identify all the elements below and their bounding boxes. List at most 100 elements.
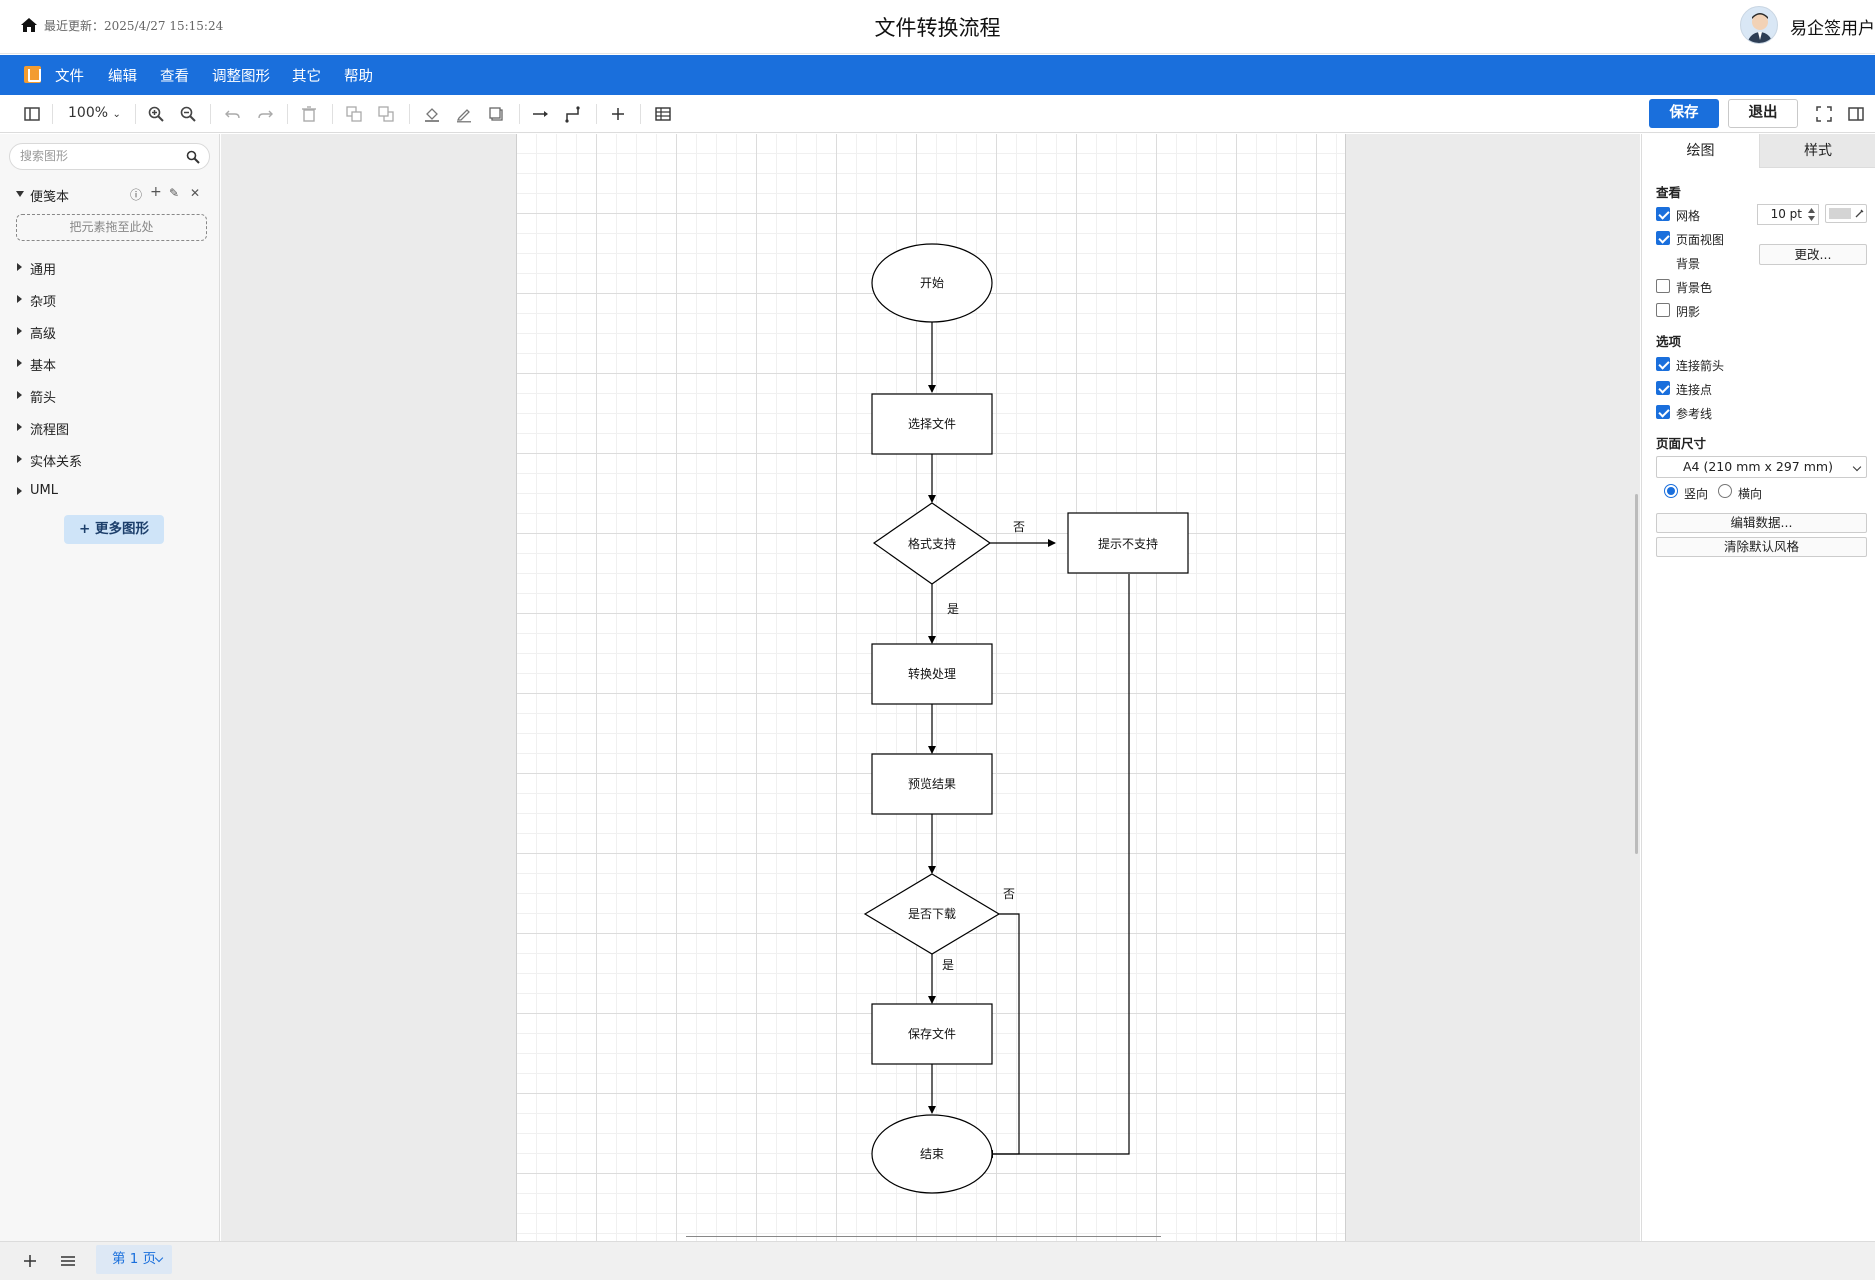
page-size-value: A4 (210 mm x 297 mm) bbox=[1683, 459, 1833, 474]
canvas-area[interactable]: 开始 选择文件 格式支持 提示不支持 转换处理 预览结果 是否下载 保存文件 结… bbox=[221, 134, 1640, 1241]
zoom-select[interactable]: 100% ⌄ bbox=[68, 105, 121, 121]
node-unsupported-label: 提示不支持 bbox=[1098, 536, 1158, 551]
node-preview[interactable] bbox=[871, 753, 993, 815]
scratchpad-drop-zone[interactable]: 把元素拖至此处 bbox=[16, 214, 207, 241]
expand-triangle-icon bbox=[17, 327, 22, 335]
node-start[interactable] bbox=[871, 243, 993, 323]
page-tab-1[interactable]: 第 1 页 bbox=[96, 1245, 172, 1274]
node-save-file[interactable] bbox=[871, 1003, 993, 1065]
to-front-icon[interactable] bbox=[345, 105, 363, 123]
toolbar-divider bbox=[287, 104, 288, 124]
close-icon[interactable]: ✕ bbox=[190, 186, 201, 200]
category-label: 高级 bbox=[30, 327, 57, 342]
bg-color-label: 背景色 bbox=[1676, 281, 1713, 295]
fill-color-icon[interactable] bbox=[423, 105, 441, 123]
grid-checkbox[interactable] bbox=[1656, 207, 1670, 221]
connection-arrows-checkbox[interactable] bbox=[1656, 357, 1670, 371]
grid-label: 网格 bbox=[1676, 209, 1701, 223]
node-save-file-label: 保存文件 bbox=[908, 1026, 956, 1041]
to-back-icon[interactable] bbox=[377, 105, 395, 123]
menu-file[interactable]: 文件 bbox=[55, 69, 84, 85]
zoom-out-icon[interactable] bbox=[179, 105, 197, 123]
delete-icon[interactable] bbox=[300, 105, 318, 123]
waypoints-icon[interactable] bbox=[564, 105, 582, 123]
portrait-radio[interactable] bbox=[1664, 484, 1678, 498]
expand-triangle-icon bbox=[17, 359, 22, 367]
connection-arrow-icon[interactable] bbox=[532, 105, 550, 123]
node-format-supported[interactable] bbox=[872, 502, 992, 585]
menu-extras[interactable]: 其它 bbox=[292, 69, 321, 85]
table-icon[interactable] bbox=[654, 105, 672, 123]
add-page-icon[interactable] bbox=[21, 1252, 39, 1270]
node-select-file[interactable] bbox=[871, 393, 993, 455]
landscape-radio[interactable] bbox=[1718, 484, 1732, 498]
edit-data-button[interactable]: 编辑数据... bbox=[1656, 513, 1867, 533]
search-input[interactable] bbox=[20, 149, 180, 163]
menu-view[interactable]: 查看 bbox=[160, 69, 189, 85]
edit-pencil-icon[interactable]: ✎ bbox=[169, 186, 180, 200]
help-icon[interactable]: ⓘ bbox=[130, 188, 143, 202]
bg-color-checkbox[interactable] bbox=[1656, 279, 1670, 293]
tab-diagram[interactable]: 绘图 bbox=[1642, 134, 1759, 168]
guides-checkbox[interactable] bbox=[1656, 405, 1670, 419]
redo-icon[interactable] bbox=[256, 105, 274, 123]
zoom-in-icon[interactable] bbox=[147, 105, 165, 123]
grid-color-swatch[interactable] bbox=[1825, 204, 1867, 223]
node-end[interactable] bbox=[871, 1114, 993, 1194]
menu-help[interactable]: 帮助 bbox=[344, 69, 373, 85]
node-download[interactable] bbox=[863, 873, 1001, 955]
add-icon[interactable]: + bbox=[150, 184, 162, 200]
chevron-down-icon: ⌄ bbox=[112, 109, 121, 120]
flow-edges bbox=[928, 322, 1130, 1158]
line-color-icon[interactable] bbox=[455, 105, 473, 123]
expand-triangle-icon bbox=[17, 295, 22, 303]
pages-menu-icon[interactable] bbox=[59, 1252, 77, 1270]
page-size-section-title: 页面尺寸 bbox=[1656, 436, 1707, 451]
node-download-label: 是否下载 bbox=[908, 907, 956, 921]
more-shapes-button[interactable]: + 更多图形 bbox=[64, 515, 164, 544]
save-button[interactable]: 保存 bbox=[1649, 99, 1719, 128]
node-convert[interactable] bbox=[871, 643, 993, 705]
home-icon[interactable] bbox=[20, 16, 38, 34]
format-panel-icon[interactable] bbox=[1847, 105, 1865, 123]
menu-edit[interactable]: 编辑 bbox=[108, 69, 137, 85]
username[interactable]: 易企签用户 bbox=[1790, 19, 1875, 39]
edge-unsupported-to-end[interactable] bbox=[985, 574, 1130, 1158]
diagram-page[interactable]: 开始 选择文件 格式支持 提示不支持 转换处理 预览结果 是否下载 保存文件 结… bbox=[516, 134, 1346, 1241]
undo-icon[interactable] bbox=[224, 105, 242, 123]
expand-triangle-icon bbox=[17, 391, 22, 399]
category-label: 实体关系 bbox=[30, 455, 83, 470]
change-background-button[interactable]: 更改... bbox=[1759, 244, 1867, 265]
grid-size-spinner-icon[interactable] bbox=[1807, 206, 1816, 223]
toggle-sidebar-icon[interactable] bbox=[23, 105, 41, 123]
connection-points-label: 连接点 bbox=[1676, 383, 1713, 397]
exit-button[interactable]: 退出 bbox=[1728, 99, 1798, 128]
shadow-icon[interactable] bbox=[487, 105, 505, 123]
scratchpad-header[interactable]: 便笺本 ⓘ + ✎ ✕ bbox=[14, 184, 210, 205]
page-view-label: 页面视图 bbox=[1676, 233, 1725, 247]
clear-default-style-button[interactable]: 清除默认风格 bbox=[1656, 537, 1867, 557]
page-view-checkbox[interactable] bbox=[1656, 231, 1670, 245]
edge-label-no: 否 bbox=[1013, 520, 1025, 534]
zoom-value: 100% bbox=[68, 105, 109, 121]
connection-points-checkbox[interactable] bbox=[1656, 381, 1670, 395]
expand-triangle-icon bbox=[17, 263, 22, 271]
tab-style[interactable]: 样式 bbox=[1759, 134, 1875, 168]
page-size-select[interactable]: A4 (210 mm x 297 mm) bbox=[1656, 456, 1867, 478]
node-unsupported[interactable] bbox=[1067, 512, 1189, 574]
category-label: 杂项 bbox=[30, 295, 57, 310]
fullscreen-icon[interactable] bbox=[1815, 105, 1833, 123]
grid-size-input[interactable]: 10 pt bbox=[1757, 204, 1819, 225]
menu-arrange[interactable]: 调整图形 bbox=[212, 69, 270, 85]
shapes-sidebar: 便笺本 ⓘ + ✎ ✕ 把元素拖至此处 通用 杂项 高级 基本 箭头 流程图 实… bbox=[0, 134, 220, 1241]
vertical-scrollbar[interactable] bbox=[1635, 494, 1638, 854]
page-break-line bbox=[686, 1236, 1161, 1237]
category-label: 通用 bbox=[30, 263, 57, 278]
insert-plus-icon[interactable] bbox=[609, 105, 627, 123]
menu-bar: 文件 编辑 查看 调整图形 其它 帮助 bbox=[0, 55, 1875, 95]
user-avatar-icon bbox=[1747, 13, 1773, 43]
shadow-checkbox[interactable] bbox=[1656, 303, 1670, 317]
user-avatar[interactable] bbox=[1740, 6, 1778, 44]
search-icon[interactable] bbox=[186, 150, 200, 164]
node-convert-label: 转换处理 bbox=[908, 666, 956, 681]
